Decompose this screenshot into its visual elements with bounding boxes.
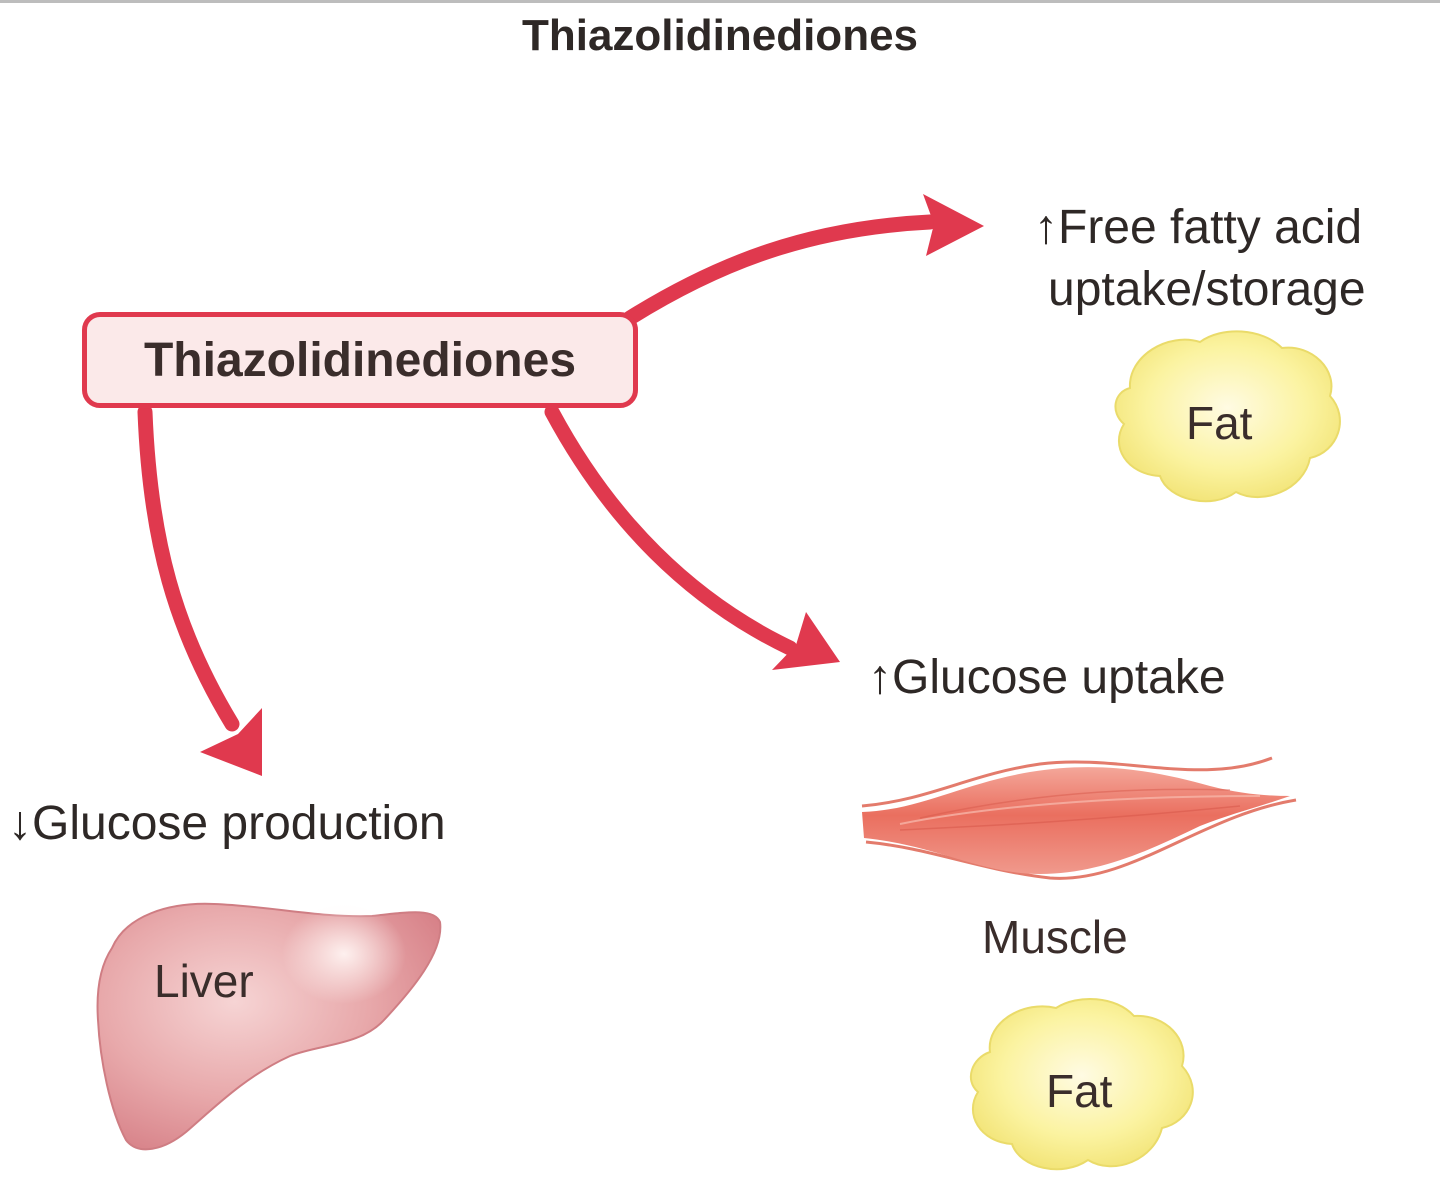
- fat-bottom-icon: [969, 998, 1194, 1171]
- fat-top-icon: [1114, 330, 1341, 503]
- thiazolidinediones-box: Thiazolidinediones: [82, 312, 638, 408]
- muscle-effect-label: ↑Glucose uptake: [868, 651, 1226, 704]
- arrow-to-muscle: [544, 404, 840, 670]
- top-rule: [0, 0, 1440, 3]
- muscle-icon: [861, 756, 1297, 880]
- muscle-label: Muscle: [982, 911, 1128, 963]
- liver-effect-label: ↓Glucose production: [8, 797, 446, 850]
- fat-bottom-label: Fat: [1046, 1065, 1113, 1117]
- fat-effect-line2: uptake/storage: [1048, 263, 1366, 316]
- arrow-to-liver: [137, 404, 262, 776]
- diagram-title: Thiazolidinediones: [521, 11, 919, 60]
- fat-top-label: Fat: [1186, 397, 1253, 449]
- fat-effect-line1: ↑Free fatty acid: [1034, 201, 1363, 254]
- liver-label: Liver: [154, 955, 254, 1007]
- center-label: Thiazolidinediones: [143, 333, 577, 387]
- arrow-to-fat: [622, 194, 984, 326]
- liver-icon: [96, 902, 442, 1151]
